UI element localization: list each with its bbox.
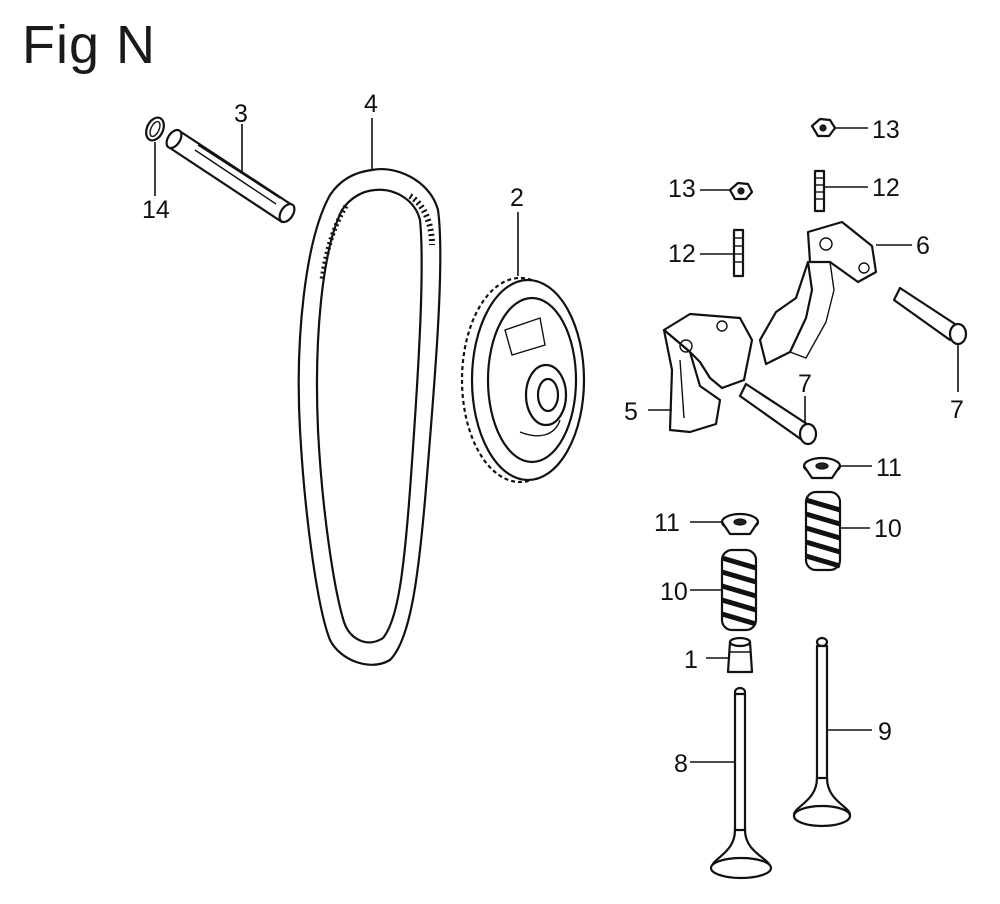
part-7-rocker-shaft-middle [738, 382, 818, 446]
callout-10-right: 10 [874, 515, 902, 543]
callout-4: 4 [364, 90, 378, 118]
part-6-rocker-arm [758, 220, 912, 366]
callout-13-upper: 13 [872, 116, 900, 144]
part-10-spring-right [804, 490, 870, 572]
part-13-nut-left [700, 181, 754, 201]
callout-11-right: 11 [876, 454, 902, 482]
callout-2: 2 [510, 184, 524, 212]
callout-12-upper: 12 [872, 174, 900, 202]
part-14-o-ring [145, 116, 165, 196]
part-10-spring-left [690, 548, 758, 632]
callout-13-left: 13 [668, 175, 696, 203]
callout-9: 9 [878, 718, 892, 746]
callout-14: 14 [142, 196, 170, 224]
callout-11-left: 11 [654, 509, 680, 537]
callout-7-right: 7 [950, 396, 964, 424]
callout-8: 8 [674, 750, 688, 778]
callout-7-middle: 7 [798, 370, 812, 398]
part-1-stem-seal [706, 636, 754, 674]
callout-6: 6 [916, 232, 930, 260]
part-12-screw-left [700, 228, 745, 278]
part-11-retainer-right [802, 456, 872, 480]
part-7-rocker-shaft-right [892, 286, 968, 392]
part-4-timing-belt [297, 118, 442, 666]
part-3-camshaft [165, 124, 296, 224]
callout-1: 1 [684, 646, 698, 674]
part-13-nut-upper [810, 117, 868, 138]
callout-3: 3 [234, 100, 248, 128]
part-8-valve [690, 686, 773, 880]
callout-12-left: 12 [668, 240, 696, 268]
figure-title: Fig N [22, 15, 157, 75]
callout-10-left: 10 [660, 578, 688, 606]
part-11-retainer-left [690, 512, 760, 536]
part-5-rocker-arm [648, 312, 754, 434]
part-9-valve [792, 636, 872, 828]
part-12-screw-upper [813, 169, 868, 213]
callout-5: 5 [624, 398, 638, 426]
part-2-cam-pulley [460, 212, 586, 484]
